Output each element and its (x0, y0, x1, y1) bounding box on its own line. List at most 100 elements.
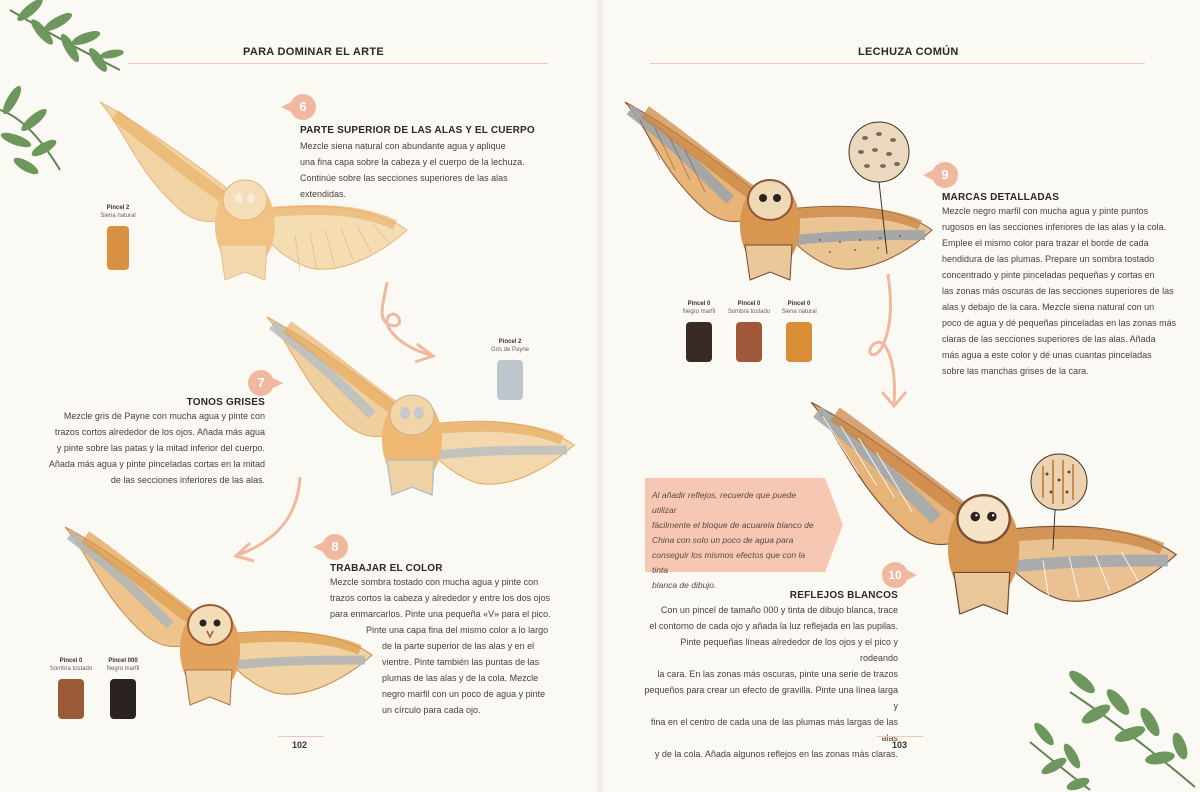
text-line: Mezcle siena natural con abundante agua … (300, 141, 506, 151)
callout-line: fácilmente el bloque de acuarela blanco … (652, 520, 814, 530)
text-line: más agua a este color y dé unas cuantas … (942, 350, 1152, 360)
text-line: Mezcle negro marfil con mucha agua y pin… (942, 206, 1149, 216)
text-line: una fina capa sobre la cabeza y el cuerp… (300, 157, 525, 167)
step-10-text: Con un pincel de tamaño 000 y tinta de d… (640, 602, 898, 762)
leaf-sprig-icon (0, 0, 124, 175)
text-line: claras de las secciones superiores de la… (942, 334, 1156, 344)
swatch-step-7: Pincel 2 Gris de Payne (480, 338, 540, 400)
step-8-badge: 8 (313, 534, 348, 560)
step-6-badge: 6 (281, 94, 316, 120)
text-line: pequeños para crear un efecto de gravill… (644, 685, 898, 711)
paint-swatch (107, 226, 129, 270)
paint-swatch (497, 360, 523, 400)
callout-line: Al añadir reflejos, recuerde que puede u… (652, 490, 797, 515)
paint-swatch (686, 322, 712, 362)
owl-illustration-step-7 (266, 316, 575, 497)
text-line: fina en el centro de cada una de las plu… (650, 717, 898, 743)
text-line: plumas de las alas y de la cola. Mezcle (382, 673, 539, 683)
text-line: rugosos en las secciones inferiores de l… (942, 222, 1167, 232)
callout-line: China con solo un poco de agua para (652, 535, 794, 545)
callout-line: blanca de dibujo. (652, 580, 717, 590)
text-line: concentrado y pinte pinceladas pequeñas … (942, 270, 1155, 280)
text-line: las zonas más oscuras de las secciones s… (942, 286, 1174, 296)
swatch-color-label: Negro marfil (682, 309, 716, 315)
swatch-brush-label: Pincel 0 (687, 301, 711, 307)
header-rule-right (650, 63, 1145, 64)
text-line: Añada más agua y pinte pinceladas cortas… (48, 459, 265, 469)
swatch-color-label: Siena natural (781, 309, 817, 315)
callout-line: conseguir los mismos efectos que con la … (652, 550, 806, 575)
paint-swatch (736, 322, 762, 362)
book-gutter (596, 0, 604, 792)
swatch-brush-label: Pincel 0 (737, 301, 761, 307)
owl-illustration-step-10 (810, 401, 1178, 615)
swatch-brush-label: Pincel 000 (108, 658, 138, 664)
text-line: negro marfil con un poco de agua y pinte (382, 689, 546, 699)
text-line: Pinte pequeñas líneas alrededor de los o… (680, 637, 898, 663)
text-line: y de la cola. Añada algunos reflejos en … (654, 749, 898, 759)
curved-arrow-icon (868, 273, 908, 409)
step-9-badge: 9 (923, 162, 958, 188)
step-6-text: Mezcle siena natural con abundante agua … (300, 138, 540, 202)
text-line: trazos cortos alrededor de los ojos. Aña… (54, 427, 265, 437)
swatch-step-8b: Pincel 000 Negro marfil (100, 657, 146, 719)
text-line: alas y debajo de la cara. Mezcle siena n… (942, 302, 1155, 312)
paint-swatch (786, 322, 812, 362)
running-header-left: PARA DOMINAR EL ARTE (243, 46, 385, 58)
swatch-step-8a: Pincel 0 Sombra tostado (48, 657, 94, 719)
text-line: poco de agua y dé pequeñas pinceladas en… (942, 318, 1177, 328)
swatch-brush-label: Pincel 0 (59, 658, 83, 664)
text-line: el contorno de cada ojo y añada la luz r… (649, 621, 898, 631)
step-8-title: TRABAJAR EL COLOR (330, 563, 443, 574)
text-line: y pinte sobre las patas y la mitad infer… (56, 443, 265, 453)
text-line: de las secciones inferiores de las alas. (110, 475, 265, 485)
swatch-step-9b: Pincel 0 Sombra tostado (724, 300, 774, 362)
magnifier-circle-icon (848, 121, 910, 255)
step-10-title: REFLEJOS BLANCOS (789, 590, 898, 601)
swatch-brush-label: Pincel 2 (106, 205, 130, 211)
curved-arrow-icon (380, 281, 437, 364)
owl-illustration-step-9 (624, 101, 933, 281)
text-line: Mezcle sombra tostado con mucha agua y p… (330, 577, 539, 587)
header-rule-left (128, 63, 548, 64)
page-number-rule (278, 736, 324, 737)
text-line: de la parte superior de las alas y en el (382, 641, 535, 651)
magnifier-circle-icon (1030, 453, 1088, 551)
text-line: Pinte una capa fina del mismo color a lo… (366, 625, 549, 635)
step-7-text: Mezcle gris de Payne con mucha agua y pi… (30, 408, 265, 488)
owl-illustration-step-8 (64, 526, 373, 706)
swatch-color-label: Sombra tostado (49, 666, 93, 672)
page-number-rule (877, 736, 923, 737)
text-line: sobre las manchas grises de la cara. (942, 366, 1089, 376)
text-line: Mezcle gris de Payne con mucha agua y pi… (63, 411, 265, 421)
text-line: extendidas. (300, 189, 347, 199)
text-line: un círculo para cada ojo. (382, 705, 481, 715)
swatch-color-label: Siena natural (100, 213, 136, 219)
swatch-step-6: Pincel 2 Siena natural (90, 204, 146, 270)
step-9-title: MARCAS DETALLADAS (942, 192, 1060, 203)
curved-arrow-icon (233, 476, 302, 563)
text-line: vientre. Pinte también las puntas de las (382, 657, 540, 667)
step-7-badge: 7 (248, 370, 283, 396)
text-line: hendidura de las plumas. Prepare un somb… (942, 254, 1155, 264)
swatch-step-9a: Pincel 0 Negro marfil (676, 300, 722, 362)
tip-callout-text: Al añadir reflejos, recuerde que puede u… (652, 488, 820, 593)
text-line: para enmarcarlos. Pinte una pequeña «V» … (330, 609, 551, 619)
text-line: trazos cortos la cabeza y alrededor y en… (330, 593, 551, 603)
tip-callout-box (645, 478, 843, 572)
step-6-title: PARTE SUPERIOR DE LAS ALAS Y EL CUERPO (300, 125, 535, 136)
step-9-text: Mezcle negro marfil con mucha agua y pin… (942, 203, 1182, 379)
text-line: Continúe sobre las secciones superiores … (300, 173, 508, 183)
step-8-text: Mezcle sombra tostado con mucha agua y p… (330, 574, 555, 718)
leaf-sprig-icon (1029, 670, 1196, 791)
paint-swatch (58, 679, 84, 719)
page-number-right: 103 (892, 740, 908, 750)
running-header-right: LECHUZA COMÚN (858, 46, 959, 58)
step-10-badge: 10 (882, 562, 917, 588)
page-number-left: 102 (292, 740, 308, 750)
swatch-step-9c: Pincel 0 Siena natural (776, 300, 822, 362)
swatch-color-label: Negro marfil (106, 666, 140, 672)
text-line: Emplee el mismo color para trazar el bor… (942, 238, 1149, 248)
swatch-brush-label: Pincel 0 (787, 301, 811, 307)
swatch-color-label: Gris de Payne (490, 347, 530, 353)
